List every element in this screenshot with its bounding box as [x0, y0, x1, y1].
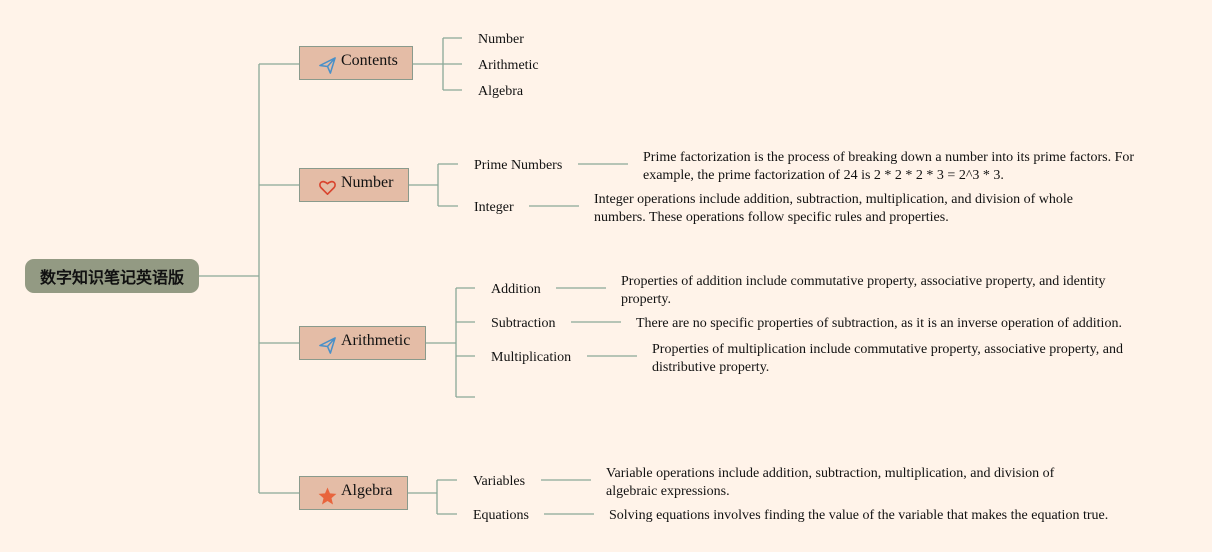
star-icon: [318, 486, 337, 505]
branch-label: Algebra: [341, 482, 393, 499]
algebra-item-variables[interactable]: Variables: [473, 474, 526, 489]
multiplication-description: Properties of multiplication include com…: [652, 342, 1123, 375]
arithmetic-item-subtraction[interactable]: Subtraction: [491, 316, 556, 331]
number-item-prime-numbers[interactable]: Prime Numbers: [474, 158, 563, 173]
integer-description: Integer operations include addition, sub…: [594, 192, 1074, 225]
number-item-integer[interactable]: Integer: [474, 200, 514, 215]
contents-item-arithmetic[interactable]: Arithmetic: [478, 58, 539, 73]
addition-description: Properties of addition include commutati…: [621, 274, 1106, 307]
branch-label: Contents: [341, 52, 398, 69]
contents-item-number[interactable]: Number: [478, 32, 524, 47]
paper-plane-icon: [318, 56, 337, 75]
subtraction-description: There are no specific properties of subt…: [636, 316, 1122, 331]
contents-item-algebra[interactable]: Algebra: [478, 84, 524, 99]
branch-algebra[interactable]: Algebra: [299, 476, 408, 510]
equations-description: Solving equations involves finding the v…: [609, 508, 1109, 523]
branch-contents[interactable]: Contents: [299, 46, 413, 80]
heart-icon: [318, 178, 337, 197]
branch-arithmetic[interactable]: Arithmetic: [299, 326, 426, 360]
branch-label: Arithmetic: [341, 332, 411, 349]
arithmetic-item-addition[interactable]: Addition: [491, 282, 541, 297]
arithmetic-item-multiplication[interactable]: Multiplication: [491, 350, 572, 365]
root-label: 数字知识笔记英语版: [39, 268, 184, 287]
algebra-item-equations[interactable]: Equations: [473, 508, 529, 523]
paper-plane-icon: [318, 336, 337, 355]
branch-number[interactable]: Number: [299, 168, 409, 202]
branch-label: Number: [341, 174, 394, 191]
variables-description: Variable operations include addition, su…: [606, 466, 1055, 499]
prime-numbers-description: Prime factorization is the process of br…: [643, 150, 1135, 183]
root-node[interactable]: 数字知识笔记英语版: [25, 259, 199, 293]
